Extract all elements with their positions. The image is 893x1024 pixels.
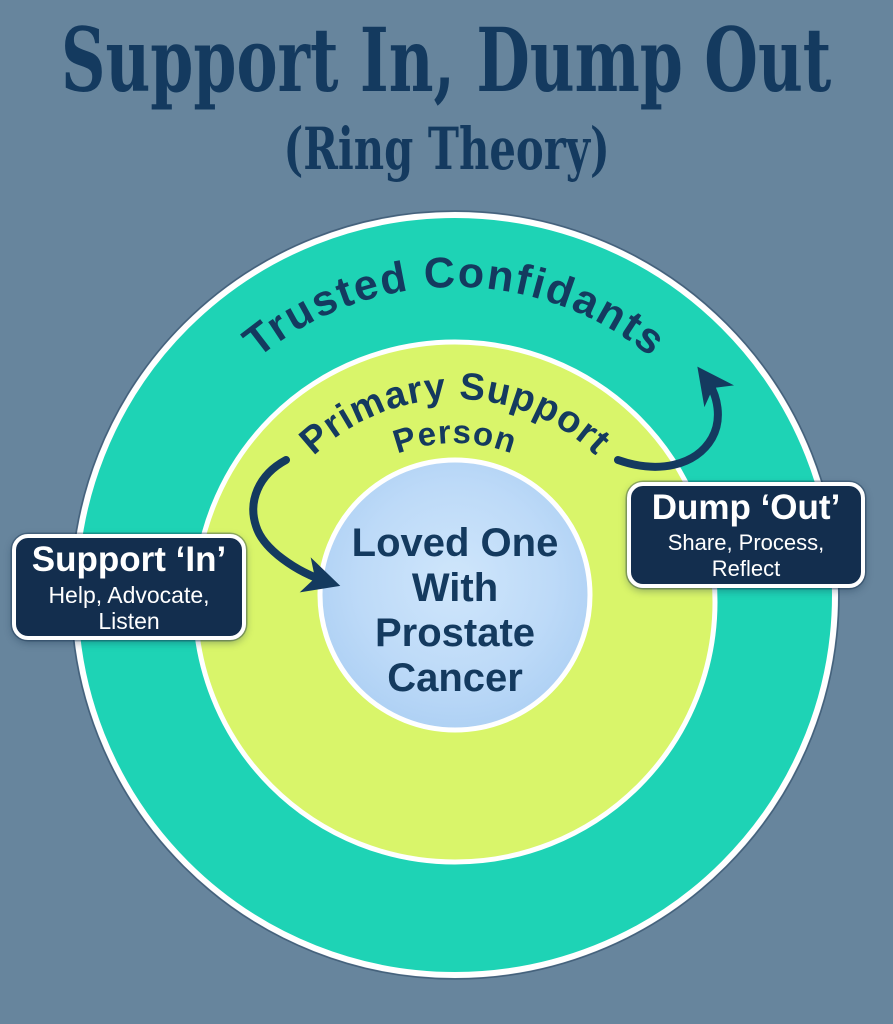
dump-out-title: Dump ‘Out’ [651, 487, 841, 527]
support-in-arrow [249, 456, 341, 593]
callout-dump-out: Dump ‘Out’ Share, Process, Reflect [627, 482, 865, 588]
dump-out-arrow [614, 366, 734, 471]
center-circle [317, 457, 593, 733]
dump-out-subtitle: Share, Process, Reflect [667, 529, 825, 581]
support-in-title: Support ‘In’ [31, 539, 227, 579]
callout-support-in: Support ‘In’ Help, Advocate, Listen [12, 534, 246, 640]
support-in-subtitle: Help, Advocate, Listen [48, 581, 210, 634]
